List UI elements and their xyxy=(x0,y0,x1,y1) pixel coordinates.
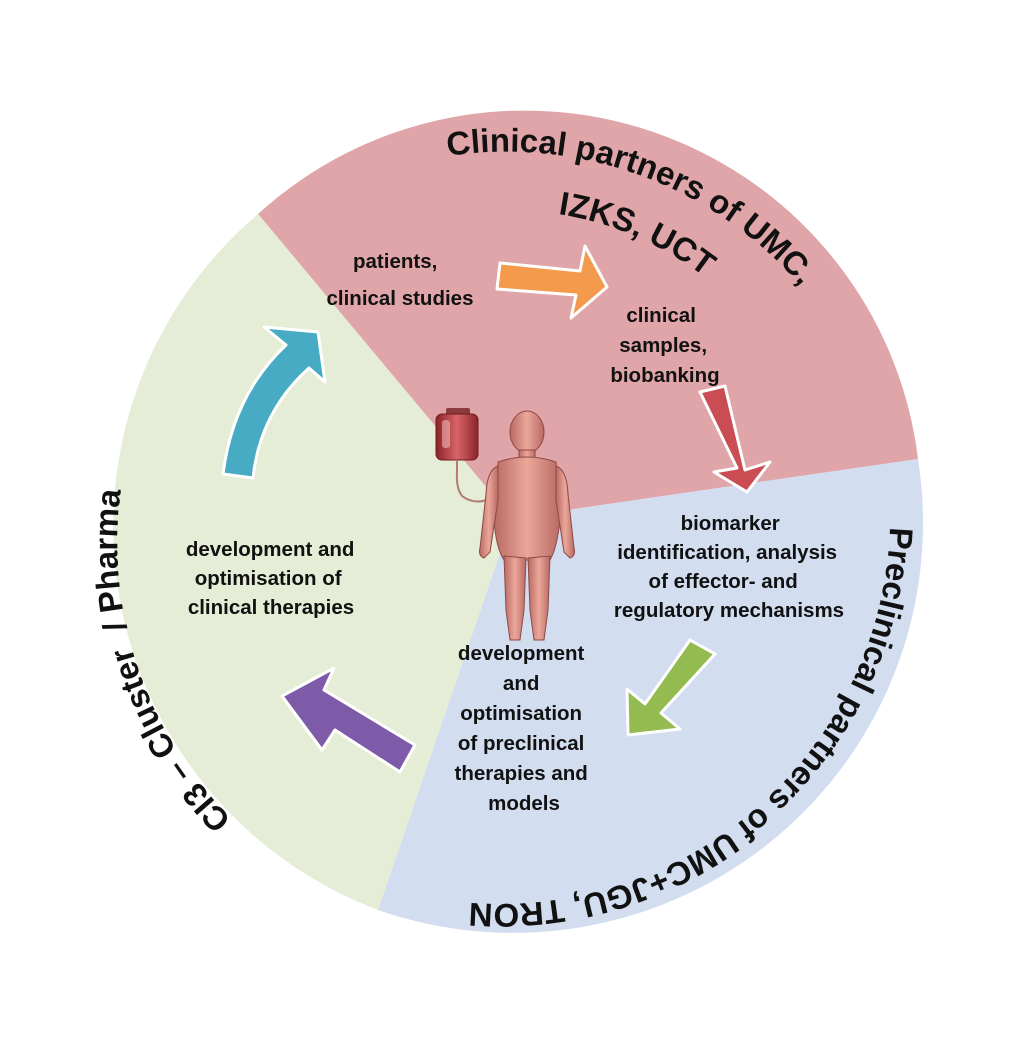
green-arrow xyxy=(625,638,717,737)
purple-arrow xyxy=(280,666,417,774)
clinical-dev-step-label: development and optimisation of clinical… xyxy=(186,538,360,619)
human-body-icon xyxy=(479,410,575,641)
red-arrow xyxy=(698,384,772,494)
samples-step-label: clinical samples, biobanking xyxy=(610,304,719,387)
patients-step-label: patients, clinical studies xyxy=(327,250,474,310)
preclinical-dev-step-label: development and optimisation of preclini… xyxy=(455,642,594,815)
pharma-sector xyxy=(113,214,513,910)
clinical-partners-sector xyxy=(258,110,918,519)
cycle-arrows xyxy=(221,244,772,774)
orange-arrow xyxy=(495,244,609,320)
biomarker-step-label: biomarker identification, analysis of ef… xyxy=(614,512,844,622)
teal-arrow xyxy=(221,325,327,480)
iv-bag-icon xyxy=(435,408,499,503)
